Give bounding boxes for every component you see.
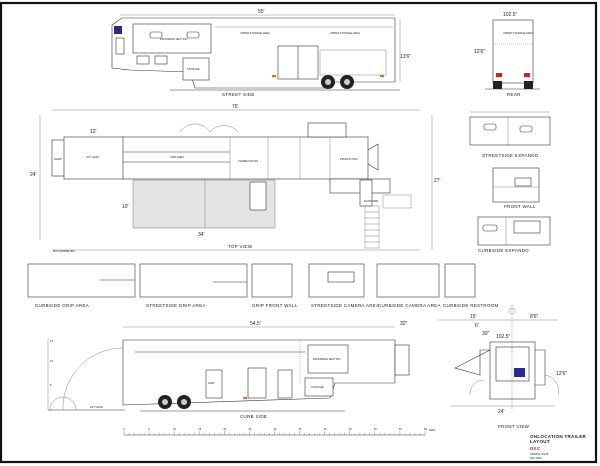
top-width-right-dim: 27' (434, 178, 441, 184)
room-label: GRIP (208, 381, 215, 385)
view-title: CURB SIDE (240, 414, 267, 419)
scale-label: 10 (173, 427, 176, 431)
view-title: FRONT WALL (504, 204, 536, 209)
company-logo: DSC (530, 446, 541, 451)
front-dim: 30" (482, 331, 490, 337)
street-length-dim: 55' (258, 9, 265, 15)
scale-bar: 0 5 10 15 20 25 30 35 40 45 50 55 60 FEET (123, 427, 436, 436)
awning-depth-dim: 10' (122, 204, 129, 210)
room-label: EXPANDING SECTION (160, 37, 187, 41)
height-tick: 14 (50, 339, 53, 343)
view-title: CURBSIDE CAMERA AREA (378, 303, 441, 308)
scale-label: 5 (148, 427, 150, 431)
awning-length-dim: 34' (198, 232, 205, 238)
front-dim: 102.5" (496, 334, 511, 340)
view-title: REAR (507, 92, 521, 97)
front-dim: 24' (498, 409, 505, 415)
scale-label: 25 (248, 427, 251, 431)
view-title: STREET SIDE (222, 92, 255, 97)
gate-length-dim: 12' (90, 129, 97, 135)
front-dim: 8'6" (530, 314, 539, 320)
room-label: LIFT GATE (86, 155, 99, 159)
drawing-title: ONLOCATION TRAILER (530, 434, 587, 439)
front-dim: 6' (475, 323, 479, 329)
title-block: ONLOCATION TRAILER LAYOUT DSC DRAWN: 3/4… (530, 434, 587, 460)
scale-label: 30 (274, 427, 277, 431)
perimeter-label: MAX PERIMETER (53, 249, 75, 253)
lift-gate-label: LIFT GATE (90, 405, 103, 409)
streetside-expando: STREETSIDE EXPANDO (469, 111, 551, 158)
front-dim: 12'6" (556, 371, 567, 377)
room-label: CAMERA ROOM (238, 159, 258, 163)
solar-panel-icon (114, 26, 122, 34)
scale-label: 35 (299, 427, 302, 431)
scale-label: 55 (399, 427, 402, 431)
front-view: 15' 8'6" 6' 30" 102.5" 24' 12'6" FRONT V… (437, 305, 567, 429)
rear-width-dim: 102.5" (503, 12, 518, 18)
curb-overhang-dim: 32" (400, 321, 408, 327)
view-title: STREETSIDE EXPANDO (482, 153, 539, 158)
interior-elevations: CURBSIDE GRIP AREA STREETSIDE GRIP AREA … (27, 263, 499, 308)
curbside-expando: CURBSIDE EXPANDO (477, 216, 551, 253)
view-title: STREETSIDE CAMERA AREA (311, 303, 379, 308)
scale-label: 15 (198, 427, 201, 431)
drawn-date: DRAWN: 3/4/25 (530, 452, 549, 456)
top-width-left-dim: 24' (30, 172, 37, 178)
rear-elevation: 102.5" 12'6" UPPER STORAGE AREA REAR (474, 12, 540, 97)
scale-label: 45 (349, 427, 352, 431)
scale-label: 40 (324, 427, 327, 431)
room-label: STORAGE (311, 385, 324, 389)
view-title: GRIP FRONT WALL (252, 303, 298, 308)
view-title: STREETSIDE GRIP AREA (146, 303, 206, 308)
room-label: PRODUCTION (340, 157, 358, 161)
revision: DAC REV: (530, 456, 542, 460)
view-title: CURBSIDE RESTROOM (443, 303, 499, 308)
front-dim: 15' (470, 314, 477, 320)
drawing-subtitle: LAYOUT (530, 439, 550, 444)
scale-label: 60 (424, 427, 427, 431)
view-title: FRONT VIEW (498, 424, 530, 429)
curb-side-elevation: 54.5' 32" 14 10 5 LIFT GATE EXPANDING SE… (47, 321, 410, 419)
scale-label: 0 (123, 427, 125, 431)
top-length-dim: 75' (232, 104, 239, 110)
curb-length-dim: 54.5' (250, 321, 261, 327)
view-title: TOP VIEW (228, 244, 253, 249)
front-wall: FRONT WALL (492, 167, 540, 209)
room-label: EXPANDING SECTION (313, 357, 340, 361)
room-label: UPPER STORAGE AREA (330, 31, 360, 35)
room-label: UPPER STORAGE AREA (240, 31, 270, 35)
scale-unit: FEET (429, 428, 436, 432)
room-label: GRIP AREA (170, 155, 184, 159)
scale-label: 50 (374, 427, 377, 431)
rear-height-dim: 12'6" (474, 49, 485, 55)
room-label: PLATFORM (364, 199, 378, 203)
room-label: RAMP (54, 157, 62, 161)
street-height-dim: 13'6" (400, 54, 411, 60)
view-title: CURBSIDE GRIP AREA (35, 303, 89, 308)
view-title: CURBSIDE EXPANDO (478, 248, 529, 253)
height-tick: 5 (50, 383, 52, 387)
room-label: STORAGE (187, 67, 200, 71)
scale-label: 20 (223, 427, 226, 431)
room-label: UPPER STORAGE AREA (503, 31, 533, 35)
street-side-elevation: 55' 13'6" EXPANDING SECTION STORAGE UPPE… (111, 9, 411, 97)
stairs (364, 194, 412, 249)
height-tick: 10 (50, 359, 53, 363)
top-view-plan: 75' 24' 27' 12' 10' 34' RAMP LIFT GATE (30, 104, 441, 253)
